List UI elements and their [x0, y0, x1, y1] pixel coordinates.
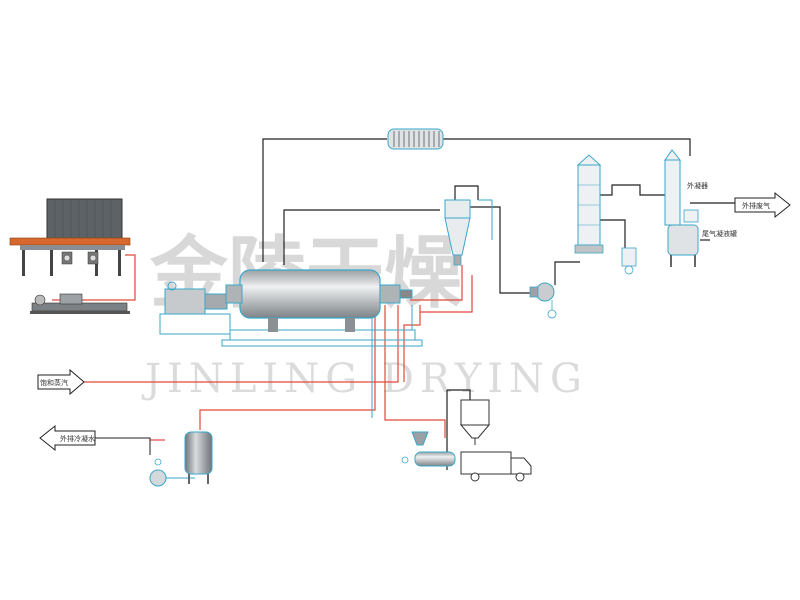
scrubber-tower: [574, 154, 637, 275]
outer-condenser: [664, 149, 699, 267]
discharge-conveyor: [401, 431, 456, 467]
drive-motor: [159, 281, 231, 335]
vapor-pipe-fan-scrubber: [554, 261, 580, 285]
watermark-english: JINLING DRYING: [141, 356, 588, 402]
steam-pipe-cond-return: [199, 305, 376, 430]
vapor-pipe-cyclone-top: [454, 185, 479, 200]
label-steam-inlet: 饱和蒸汽: [40, 378, 68, 387]
vapor-pipe-scrubber-side: [600, 219, 626, 250]
heat-exchanger: [387, 128, 444, 150]
vapor-pipe-silo-top: [447, 389, 471, 400]
condensate-line: [95, 437, 151, 455]
label-tail-gas-condensate: 尾气凝液罐: [702, 229, 737, 238]
vapor-pipe-scrubber-condenser: [600, 184, 668, 196]
vapor-pipe-top: [262, 138, 387, 262]
steam-pipe-feed: [52, 254, 136, 301]
paddle-dryer: [221, 269, 423, 347]
cyclone-separator: [444, 199, 471, 266]
condensate-tank: [184, 431, 213, 484]
condensate-out-arrow: 外排冷凝水: [39, 424, 96, 452]
steam-pipe-right-2: [420, 275, 473, 313]
steam-inlet-arrow: 饱和蒸汽: [37, 368, 85, 396]
blue-pipes: [371, 199, 493, 418]
vapor-pipe-cyclone-fan: [470, 206, 535, 294]
label-condensate-out: 外排冷凝水: [60, 434, 95, 443]
exhaust-arrow: 外排废气: [734, 191, 791, 219]
steam-pipe-right-1: [410, 265, 463, 301]
condensate-pump: [149, 458, 195, 487]
label-outer-condenser: 外凝器: [687, 181, 708, 190]
blue-pipe-c: [478, 199, 493, 240]
steam-pipe-inlet: [80, 305, 399, 383]
induced-draft-fan: [529, 282, 557, 319]
steam-pipe-vert-a: [384, 305, 446, 438]
vapor-pipe-top-right: [443, 138, 691, 156]
label-exhaust-out: 外排废气: [742, 201, 770, 210]
truck: [460, 451, 532, 482]
vapor-pipes: [262, 138, 735, 470]
feed-hopper: [9, 198, 131, 276]
product-silo: [459, 399, 491, 445]
vapor-pipe-dryer-cyclone: [283, 209, 440, 265]
steam-pipes: [52, 254, 473, 441]
screw-pump: [30, 293, 130, 314]
